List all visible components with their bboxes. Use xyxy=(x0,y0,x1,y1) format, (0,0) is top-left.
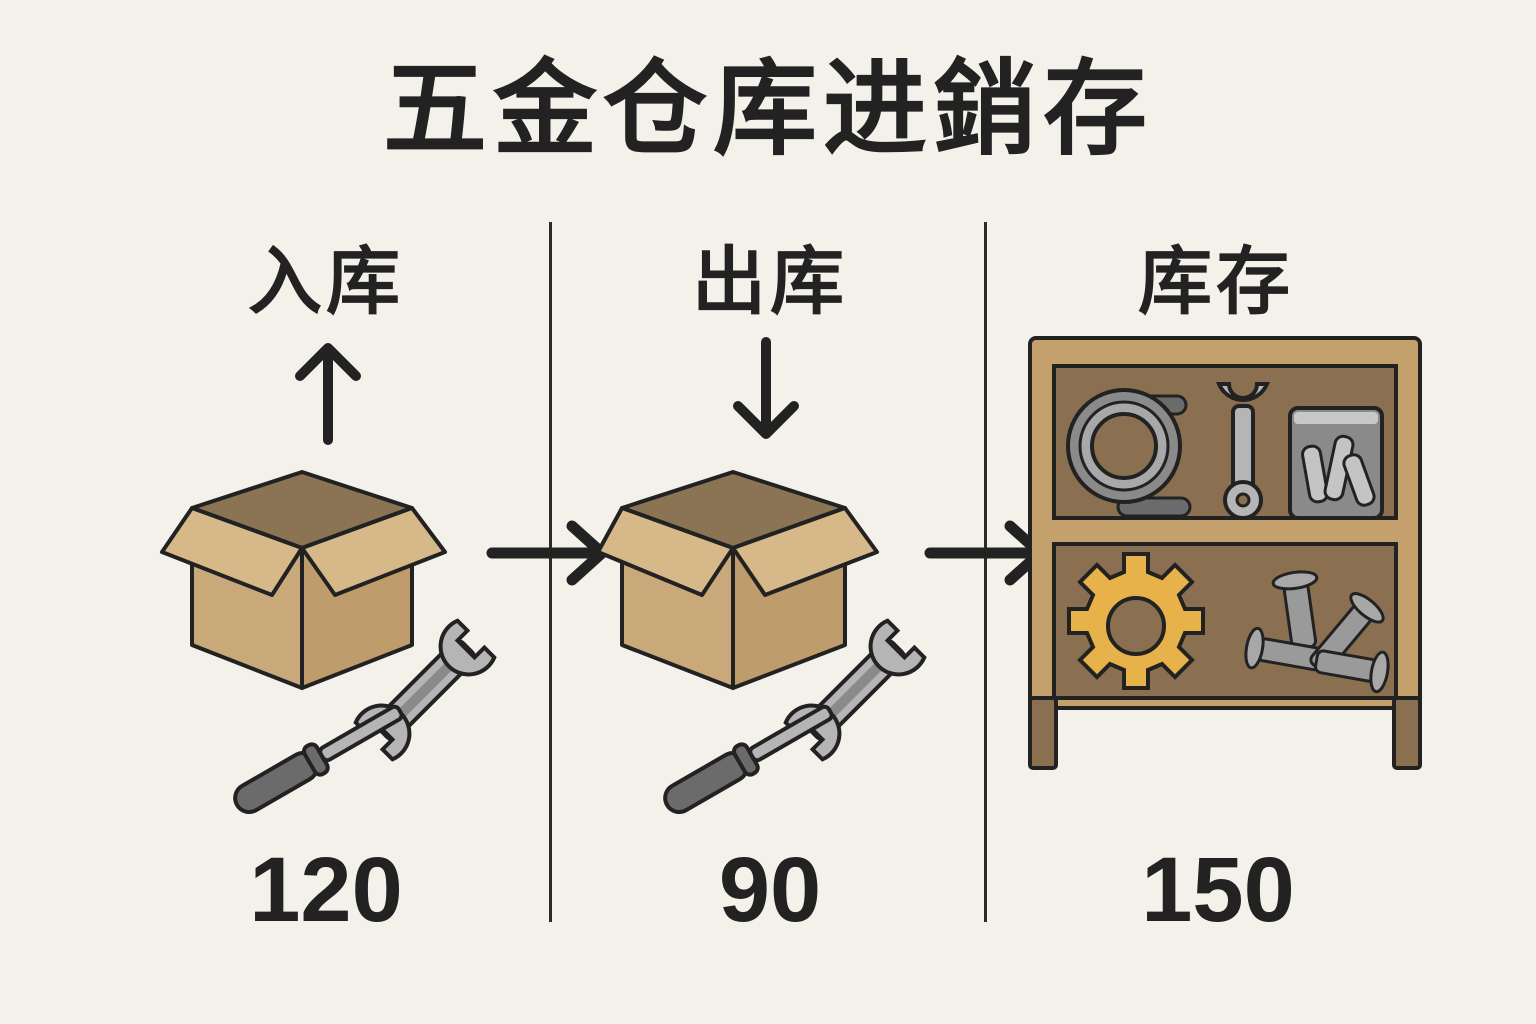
shelf-with-hardware-illustration xyxy=(1028,336,1422,770)
box-with-tools-illustration xyxy=(596,470,927,814)
label-outbound: 出库 xyxy=(692,239,848,325)
cable-coil-icon xyxy=(1066,388,1192,518)
bolts-icon xyxy=(1244,570,1390,694)
box-with-tools-illustration xyxy=(160,470,497,814)
arrow-down-icon xyxy=(733,337,799,439)
page-title: 五金仓库进銷存 xyxy=(382,48,1153,170)
column-divider xyxy=(549,222,552,922)
shelf-leg xyxy=(1028,696,1058,770)
value-inbound: 120 xyxy=(249,839,403,941)
wrench-icon xyxy=(1215,382,1271,520)
box-left-flap xyxy=(596,506,735,597)
screwdriver-icon xyxy=(663,704,834,814)
screwdriver-icon xyxy=(233,704,404,814)
box-right-flap xyxy=(731,506,879,597)
box-left-flap xyxy=(160,506,304,597)
label-inbound: 入库 xyxy=(248,239,404,325)
box-right-flap xyxy=(300,506,447,597)
screw-jar-icon xyxy=(1288,406,1384,520)
label-stock: 库存 xyxy=(1138,239,1294,325)
value-outbound: 90 xyxy=(718,839,822,941)
value-stock: 150 xyxy=(1141,839,1295,941)
shelf-leg xyxy=(1392,696,1422,770)
column-divider xyxy=(984,222,987,922)
arrow-up-icon xyxy=(295,343,361,445)
gear-icon xyxy=(1067,552,1205,690)
